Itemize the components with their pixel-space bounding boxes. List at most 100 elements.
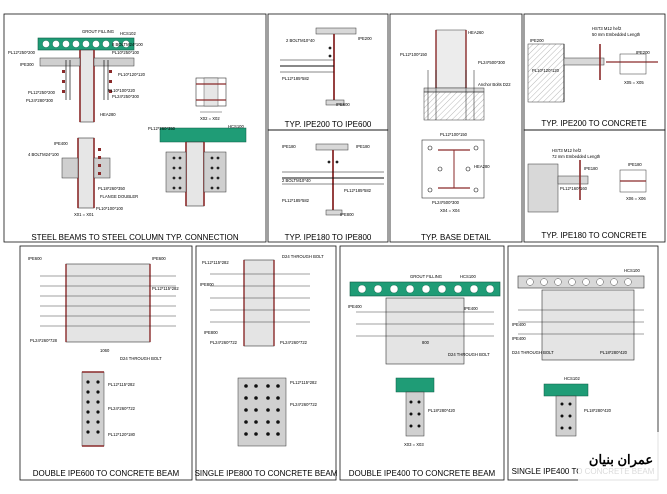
label: PL10*120*120: [118, 72, 146, 77]
label: PL24*500*300: [478, 60, 506, 65]
label: 2 BOLTM10*40: [282, 178, 311, 183]
label: 800: [422, 340, 430, 345]
label: IPE300: [20, 62, 34, 67]
panel-frames: [3, 13, 666, 481]
label: PL18*280*420: [584, 408, 612, 413]
label: PL12*185*582: [282, 76, 310, 81]
panel-caption: TYP. IPE200 TO CONCRETE: [541, 119, 646, 128]
label: PL12*115*282: [108, 382, 135, 387]
label: IPE400: [54, 141, 68, 146]
label: X01 = X01: [74, 212, 94, 217]
panel-ipe200: 2 BOLTM10*40 IPE200 PL12*185*582 IPE600 …: [280, 27, 372, 129]
panel-caption: STEEL BEAMS TO STEEL COLUMN TYP. CONNECT…: [31, 233, 239, 242]
label: 8 BOLTM24*100: [112, 42, 144, 47]
column-web: [79, 49, 95, 123]
label: PL24*260*722: [290, 402, 318, 407]
label: PL12*115*282: [202, 260, 229, 265]
panel-caption: TYP. IPE180 TO IPE800: [285, 233, 372, 242]
label: PL12*100*150: [440, 132, 468, 137]
label: PL10*250*100: [112, 50, 140, 55]
label: IPE600: [336, 102, 350, 107]
label: X04 = X04: [440, 208, 460, 213]
label: PL24*260*722: [108, 406, 136, 411]
label: IPE200: [530, 38, 544, 43]
label: HCS100: [624, 268, 640, 273]
watermark: عمران بنیان: [578, 432, 664, 484]
label: PL10*100*220: [108, 88, 136, 93]
label: HEA280: [474, 164, 490, 169]
label: PL18*260*350: [98, 186, 126, 191]
label: PL12*250*200: [28, 90, 56, 95]
label: X03 = X03: [404, 442, 424, 447]
label: FLANGE DOUBLER: [100, 194, 138, 199]
label: IPE400: [348, 304, 362, 309]
label: 2 BOLTM10*40: [286, 38, 315, 43]
label: PL18*280*420: [600, 350, 628, 355]
label: IPE800: [204, 330, 218, 335]
label: D24 THROUGH BOLT: [448, 352, 490, 357]
label: IPE180: [628, 162, 642, 167]
label: IPE180: [282, 144, 296, 149]
panel-single-ipe800: PL12*115*282 IPE800 D24 THROUGH BOLT IPE…: [195, 254, 338, 478]
panel-ipe180: IPE180 IPE180 2 BOLTM10*40 PL12*185*582 …: [282, 143, 384, 242]
panel-caption: SINGLE IPE800 TO CONCRETE BEAM: [195, 469, 338, 478]
label: IPE800: [340, 212, 354, 217]
label: PL24*260*722: [280, 340, 308, 345]
label: D24 THROUGH BOLT: [282, 254, 324, 259]
label: X05 = X05: [624, 80, 644, 85]
label: HCS100: [460, 274, 476, 279]
label: GROUT FILLING: [410, 274, 442, 279]
label: IPE800: [200, 282, 214, 287]
panel-steel-column: GROUT FILLING HCS102 PL12*250*200 IPE300…: [8, 29, 247, 242]
label: PL10*100*100: [96, 206, 124, 211]
panel-caption: TYP. IPE200 TO IPE600: [285, 120, 372, 129]
label: PL12*185*582: [282, 198, 310, 203]
label: PL12*100*150: [400, 52, 428, 57]
watermark-text: عمران بنیان: [589, 452, 653, 468]
label: IPE200: [358, 36, 372, 41]
label: X02 = X02: [200, 116, 220, 121]
label: GROUT FILLING: [82, 29, 114, 34]
panel-double-ipe400: GROUT FILLING HCS100 IPE400 IPE400 D24 T…: [348, 274, 501, 478]
label: D24 THROUGH BOLT: [512, 350, 554, 355]
label: HEA260: [468, 30, 484, 35]
label: D24 THROUGH BOLT: [120, 356, 162, 361]
label: IPE180: [584, 166, 598, 171]
label: 4 BOLTM24*100: [28, 152, 60, 157]
label: PL24*260*722: [210, 340, 238, 345]
label: IPE180: [356, 144, 370, 149]
label: PL12*250*200: [8, 50, 36, 55]
label: PL10*120*120: [532, 68, 560, 73]
label: X06 = X06: [626, 196, 646, 201]
label: PL12*260*350: [148, 126, 176, 131]
label: 50 mm Embedded Length: [592, 32, 641, 37]
label: PL24*280*300: [26, 98, 54, 103]
label: PL24*250*300: [112, 94, 140, 99]
label: HST3 M12 hef2: [592, 26, 622, 31]
slab-cores: [42, 40, 130, 48]
label: PL12*185*582: [344, 188, 372, 193]
panel-caption: TYP. IPE180 TO CONCRETE: [541, 231, 646, 240]
label: PL12*120*180: [108, 432, 136, 437]
label: IPE600: [28, 256, 42, 261]
label: 72 mm Embedded Length: [552, 154, 601, 159]
label: PL24*260*728: [30, 338, 58, 343]
label: PL12*160*160: [560, 186, 588, 191]
label: IPE600: [152, 256, 166, 261]
panel-ipe180-concrete: HST3 M12 hef2 72 mm Embedded Length IPE1…: [527, 148, 647, 240]
panel-double-ipe600: IPE600 IPE600 PL12*115*282 PL24*260*728 …: [28, 256, 180, 478]
label: Anchor Bolts D22: [478, 82, 511, 87]
label: 1060: [100, 348, 110, 353]
panel-ipe200-concrete: HST3 M12 hef2 50 mm Embedded Length IPE2…: [527, 26, 658, 128]
label: IPE200: [636, 50, 650, 55]
label: HEA280: [100, 112, 116, 117]
label: PL12*115*282: [152, 286, 179, 291]
label: PL12*115*282: [290, 380, 317, 385]
label: IPE400: [512, 322, 526, 327]
label: HCS102: [120, 31, 136, 36]
label: PL24*500*300: [432, 200, 460, 205]
label: IPE400: [464, 306, 478, 311]
label: HCS100: [228, 124, 244, 129]
label: PL18*280*420: [428, 408, 456, 413]
